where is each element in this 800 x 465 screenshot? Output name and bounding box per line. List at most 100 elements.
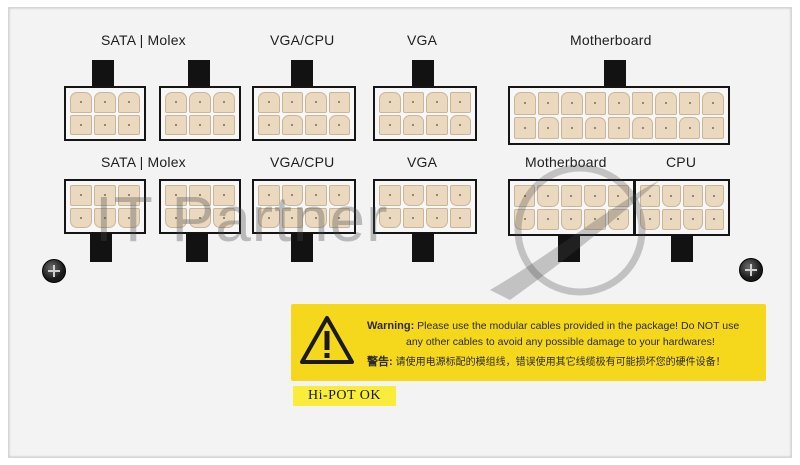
pin	[702, 116, 724, 139]
label-top-sata-molex: SATA | Molex	[101, 32, 186, 48]
pin	[561, 92, 583, 115]
label-bottom-motherboard: Motherboard	[525, 154, 607, 170]
latch-tab	[90, 233, 112, 262]
pin	[661, 208, 681, 230]
pin	[426, 114, 448, 135]
pin	[379, 207, 401, 228]
label-bottom-vga-cpu: VGA/CPU	[270, 154, 335, 170]
pin	[683, 208, 703, 230]
pin	[165, 114, 187, 135]
pin	[514, 116, 536, 139]
vga-port-top	[373, 86, 477, 141]
latch-tab	[291, 60, 313, 87]
pin	[584, 116, 607, 139]
pin	[189, 185, 211, 206]
latch-tab	[412, 233, 434, 262]
sata-molex-port-4	[159, 179, 241, 234]
pin	[165, 185, 187, 206]
watermark-text: IT Partner	[95, 183, 389, 255]
label-bottom-sata-molex: SATA | Molex	[101, 154, 186, 170]
warning-line-1: Warning: Please use the modular cables p…	[367, 320, 739, 332]
label-top-motherboard: Motherboard	[570, 32, 652, 48]
pin	[402, 92, 424, 113]
pin	[607, 185, 629, 207]
warning-triangle-icon	[300, 316, 354, 364]
pin	[661, 185, 681, 207]
pin	[213, 207, 235, 228]
pin	[449, 185, 471, 206]
pin	[94, 92, 116, 113]
pin	[213, 185, 235, 206]
pin	[655, 92, 677, 115]
pin	[189, 114, 211, 135]
motherboard-port-bottom	[508, 179, 635, 236]
warning-line-cn: 警告: 请使用电源标配的模组线，错误使用其它线缆极有可能损坏您的硬件设备！	[367, 353, 726, 369]
pin	[426, 207, 448, 228]
motherboard-port-top	[508, 86, 730, 145]
pin	[94, 185, 116, 206]
latch-tab	[604, 60, 626, 87]
pin	[305, 207, 327, 228]
pin	[514, 185, 536, 207]
warning-text-1: Please use the modular cables provided i…	[417, 320, 740, 332]
pin	[189, 207, 211, 228]
pin	[118, 92, 140, 113]
pin	[165, 207, 187, 228]
pin	[189, 92, 211, 113]
pin	[213, 114, 235, 135]
pin	[402, 114, 424, 135]
pin	[213, 92, 235, 113]
pin	[537, 92, 560, 115]
pin	[118, 114, 140, 135]
pin	[584, 208, 606, 230]
pin	[514, 92, 536, 115]
screw-icon	[42, 259, 66, 283]
pin	[537, 116, 560, 139]
pin	[608, 92, 630, 115]
label-bottom-cpu: CPU	[666, 154, 697, 170]
pin	[702, 92, 724, 115]
pin	[584, 92, 607, 115]
pin	[537, 208, 559, 230]
pin	[402, 207, 424, 228]
pin	[328, 185, 350, 206]
pin	[449, 114, 471, 135]
pin	[379, 92, 401, 113]
label-top-vga-cpu: VGA/CPU	[270, 32, 335, 48]
pin	[258, 114, 280, 135]
pin	[379, 114, 401, 135]
pin	[402, 185, 424, 206]
pin	[631, 92, 654, 115]
latch-tab	[92, 60, 114, 87]
pin	[608, 116, 630, 139]
pin	[281, 114, 303, 135]
pin	[305, 114, 327, 135]
label-bottom-vga: VGA	[407, 154, 438, 170]
pin	[678, 92, 701, 115]
pin	[560, 185, 583, 207]
pin	[94, 114, 116, 135]
hipot-ok-sticker: Hi-POT OK	[293, 386, 396, 406]
pin	[449, 207, 471, 228]
pin	[537, 185, 559, 207]
pin	[328, 207, 350, 228]
pin	[118, 207, 140, 228]
latch-tab	[188, 60, 210, 87]
pin	[70, 185, 92, 206]
cpu-port-bottom	[634, 179, 730, 236]
pin	[704, 185, 724, 207]
pin	[584, 185, 606, 207]
sata-molex-port-1	[64, 86, 146, 141]
pin	[258, 185, 280, 206]
pin	[258, 92, 280, 113]
latch-tab	[186, 233, 208, 262]
vga-cpu-port-top	[252, 86, 356, 141]
warning-title: Warning:	[367, 320, 415, 332]
pin	[281, 185, 303, 206]
pin	[449, 92, 471, 113]
warning-cn-text: 请使用电源标配的模组线，错误使用其它线缆极有可能损坏您的硬件设备！	[395, 357, 726, 368]
pin	[631, 116, 654, 139]
pin	[305, 185, 327, 206]
sata-molex-port-2	[159, 86, 241, 141]
pin	[640, 208, 660, 230]
